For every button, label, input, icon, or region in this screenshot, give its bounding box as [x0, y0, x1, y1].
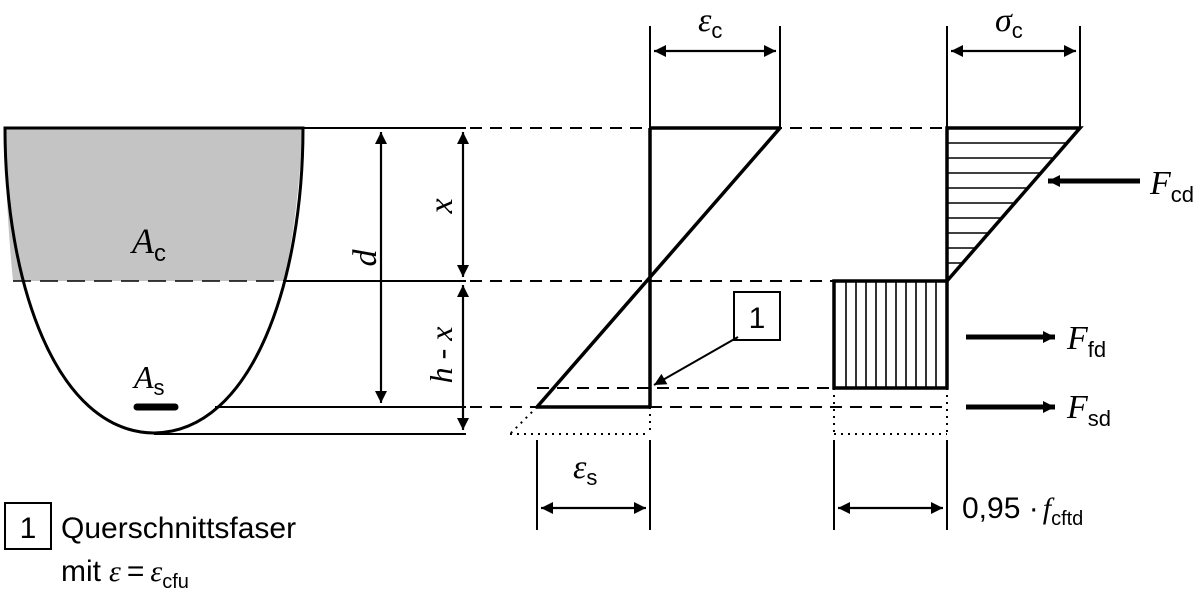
steel-force-label: Fsd [1066, 389, 1111, 431]
fibre-callout: 1 [653, 291, 781, 386]
reference-lines [154, 127, 947, 435]
forces: Fcd Ffd Fsd [966, 165, 1194, 431]
tension-block-outline [832, 279, 949, 390]
x-label: x [423, 198, 460, 214]
strain-profile-line [535, 126, 782, 409]
dimension-arrows [375, 132, 469, 430]
compression-zone [5, 128, 303, 281]
section-outline [3, 126, 305, 435]
callout-box [733, 291, 781, 341]
concrete-area-label: Ac [130, 221, 166, 267]
concrete-stress-label: σc [995, 2, 1023, 43]
callout-leader-arrow [653, 336, 739, 386]
h-minus-x-label: h - x [423, 327, 459, 384]
legend-line-1: Querschnittsfaser [61, 512, 296, 545]
compression-force-label: Fcd [1149, 165, 1194, 207]
d-label: d [347, 249, 384, 267]
steel-area-label: As [132, 359, 165, 400]
cross-section: Ac As [3, 126, 305, 435]
compression-block-outline [945, 126, 1084, 283]
callout-number: 1 [749, 302, 766, 335]
fibre-force-label: Ffd [1066, 320, 1106, 362]
stress-diagram: σc 0,95 ·fcftd [832, 2, 1084, 530]
strain-diagram: εc εs [509, 2, 782, 530]
tension-hatch [845, 281, 937, 388]
legend-number: 1 [20, 512, 37, 545]
legend-box [4, 502, 52, 550]
fibre-stress-label: 0,95 ·fcftd [962, 492, 1083, 530]
steel-strain-label: εs [573, 449, 597, 490]
concrete-strain-label: εc [698, 2, 722, 43]
